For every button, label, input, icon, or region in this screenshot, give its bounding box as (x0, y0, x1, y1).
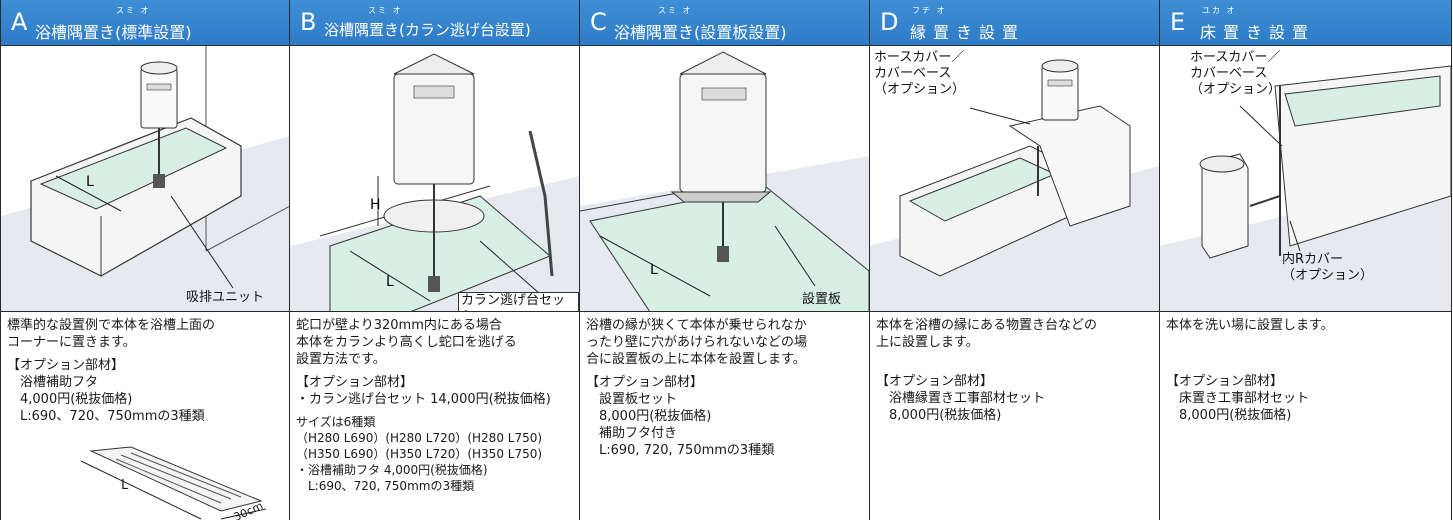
column-title: 浴槽隅置き(標準設置) (35, 23, 192, 42)
column-title: 縁置き設置 (910, 23, 1026, 42)
column-letter: E (1170, 8, 1186, 36)
dimension-l-label: L (386, 274, 394, 290)
hose-cover-callout: ホースカバー／ カバーベース （オプション） (874, 50, 966, 97)
column-e-header: E ユカ オ 床置き設置 (1160, 0, 1451, 46)
column-e: E ユカ オ 床置き設置 ホースカバー／ カバーベース （オプション） 内Rカバ… (1160, 0, 1452, 520)
ruby-reading: スミ オ (116, 6, 151, 15)
options-text: 【オプション部材】 浴槽補助フタ 4,000円(税抜価格) L:690、720、… (7, 358, 205, 424)
hose-cover-callout: ホースカバー／ カバーベース （オプション） (1190, 50, 1282, 97)
column-b-description: 蛇口が壁より320mm内にある場合 本体をカランより高くし蛇口を逃げる 設置方法… (290, 313, 579, 520)
illustration-a: L 吸排ユニット (1, 46, 289, 312)
dimension-l-label: L (86, 174, 94, 190)
exhaust-unit-callout: 吸排ユニット (186, 290, 265, 305)
column-letter: C (590, 8, 607, 36)
lid-length-label: L (121, 478, 129, 493)
options-text: 【オプション部材】 浴槽縁置き工事部材セット 8,000円(税抜価格) (876, 374, 1046, 423)
description-text: 蛇口が壁より320mm内にある場合 本体をカランより高くし蛇口を逃げる 設置方法… (296, 318, 517, 367)
column-b: B スミ オ 浴槽隅置き(カラン逃げ台設置) H L (290, 0, 580, 520)
description-text: 標準的な設置例で本体を浴槽上面の コーナーに置きます。 (7, 318, 216, 350)
options-text: 【オプション部材】 設置板セット 8,000円(税抜価格) 補助フタ付き L:6… (586, 375, 775, 458)
column-d: D フチ オ 縁置き設置 ホースカバー／ カバーベース （オプション） 本体を浴… (870, 0, 1160, 520)
description-text: 浴槽の縁が狭くて本体が乗せられなか ったり壁に穴があけられないなどの場 合に設置… (586, 318, 808, 367)
dimension-l-label: L (650, 262, 658, 278)
column-c: C スミ オ 浴槽隅置き(設置板設置) L 設置板 浴槽の縁が狭くて本 (580, 0, 870, 520)
size-list-text: サイズは6種類 （H280 L690）(H280 L720）(H280 L750… (296, 415, 543, 493)
column-a-description: 標準的な設置例で本体を浴槽上面の コーナーに置きます。 【オプション部材】 浴槽… (1, 313, 289, 520)
ruby-reading: ユカ オ (1202, 6, 1237, 15)
inner-r-cover-callout: 内Rカバー （オプション） (1282, 252, 1374, 283)
mounting-plate-callout: 設置板 (802, 292, 842, 307)
illustration-e: ホースカバー／ カバーベース （オプション） 内Rカバー （オプション） (1160, 46, 1451, 312)
mounting-plate-illustration: L (580, 51, 869, 311)
description-text: 本体を浴槽の縁にある物置き台などの 上に設置します。 (876, 318, 1098, 350)
bathtub-corner-illustration: L (1, 46, 289, 311)
options-text: 【オプション部材】 床置き工事部材セット 8,000円(税抜価格) (1166, 374, 1310, 423)
rim-mount-illustration (870, 59, 1159, 311)
floor-mount-illustration (1160, 65, 1451, 311)
column-d-header: D フチ オ 縁置き設置 (870, 0, 1159, 46)
column-e-description: 本体を洗い場に設置します。 【オプション部材】 床置き工事部材セット 8,000… (1160, 313, 1451, 520)
column-b-header: B スミ オ 浴槽隅置き(カラン逃げ台設置) (290, 0, 579, 46)
illustration-d: ホースカバー／ カバーベース （オプション） (870, 46, 1159, 312)
column-title: 浴槽隅置き(カラン逃げ台設置) (324, 21, 531, 39)
column-c-description: 浴槽の縁が狭くて本体が乗せられなか ったり壁に穴があけられないなどの場 合に設置… (580, 313, 869, 520)
column-d-description: 本体を浴槽の縁にある物置き台などの 上に設置します。 【オプション部材】 浴槽縁… (870, 313, 1159, 520)
bath-lid-drawing (80, 446, 267, 520)
column-a: A スミ オ 浴槽隅置き(標準設置) L (0, 0, 290, 520)
column-a-header: A スミ オ 浴槽隅置き(標準設置) (1, 0, 289, 46)
ruby-reading: スミ オ (368, 6, 403, 15)
faucet-riser-illustration: H L (290, 53, 579, 311)
dimension-h-label: H (370, 197, 381, 213)
illustration-c: L 設置板 (580, 46, 869, 312)
column-letter: B (300, 8, 317, 36)
column-title: 床置き設置 (1200, 23, 1316, 42)
column-c-header: C スミ オ 浴槽隅置き(設置板設置) (580, 0, 869, 46)
illustration-b: H L カラン逃げ台セット (290, 46, 579, 312)
options-text: 【オプション部材】 ・カラン逃げ台セット 14,000円(税抜価格) (296, 375, 551, 407)
ruby-reading: フチ オ (912, 6, 947, 15)
description-text: 本体を洗い場に設置します。 (1166, 318, 1334, 333)
ruby-reading: スミ オ (658, 6, 693, 15)
column-letter: A (11, 8, 28, 36)
faucet-riser-callout: カラン逃げ台セット (458, 292, 579, 311)
column-title: 浴槽隅置き(設置板設置) (614, 23, 787, 42)
column-letter: D (880, 8, 899, 36)
